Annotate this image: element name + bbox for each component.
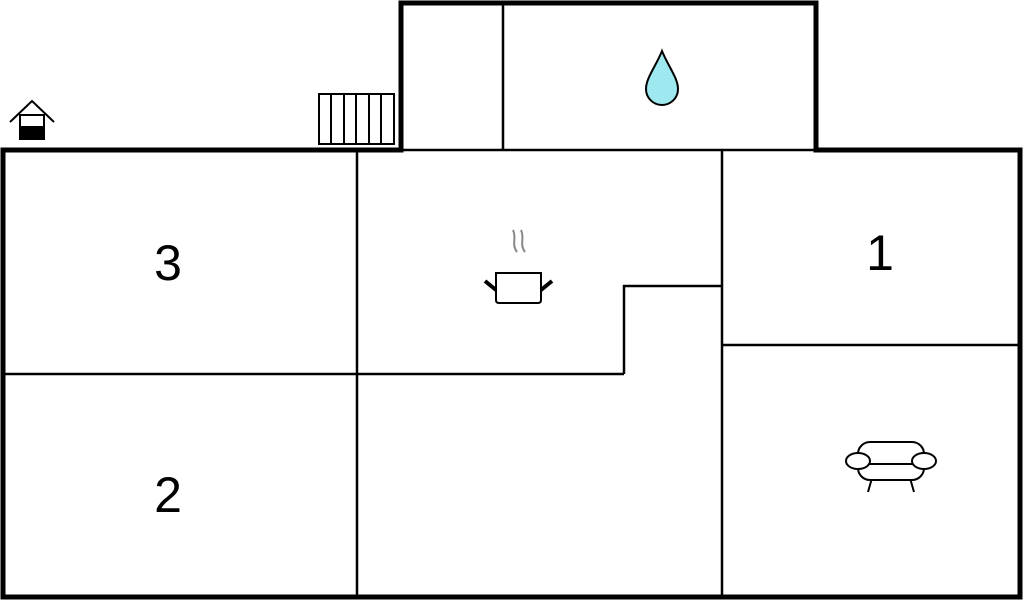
bathroom-water-drop-icon (644, 48, 680, 106)
interior-walls (3, 3, 1020, 597)
entrance-house-icon (9, 99, 55, 140)
room-label-3: 3 (154, 235, 182, 291)
stairs-icon (318, 93, 395, 145)
living-room-sofa-icon (845, 441, 937, 493)
kitchen-pot-icon (483, 229, 554, 304)
room-label-2: 2 (154, 467, 182, 523)
room-label-1: 1 (866, 225, 894, 281)
